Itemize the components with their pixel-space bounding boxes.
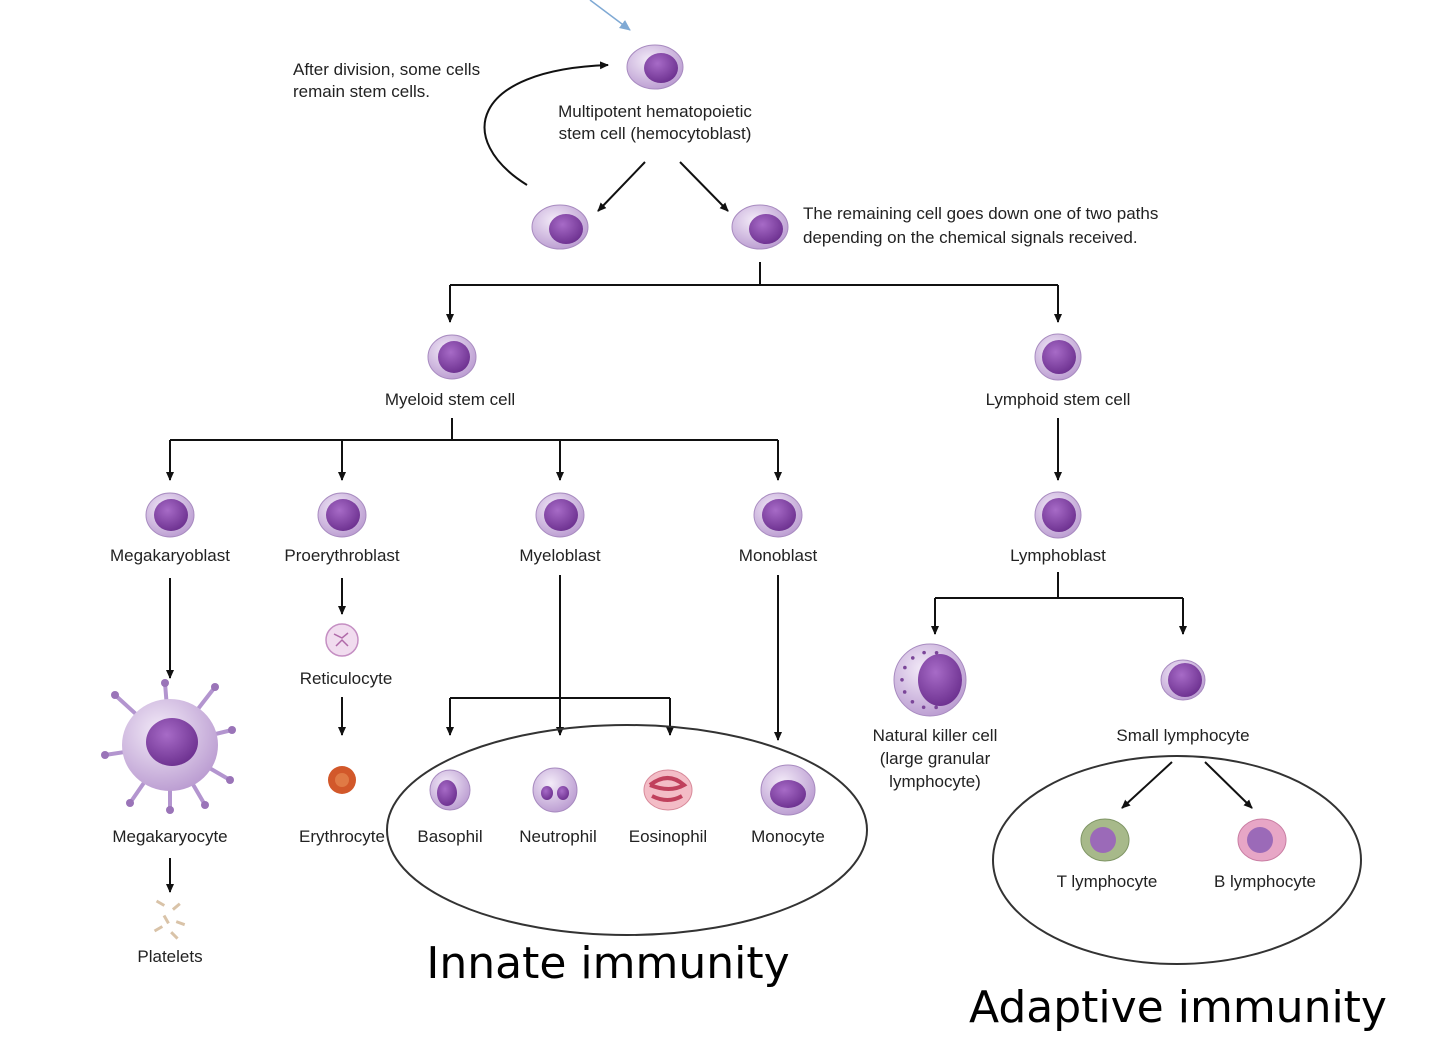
pointer-arrow: [589, 0, 631, 31]
b-lymphocyte-icon: [1237, 818, 1287, 862]
label-nk-cell-line2: (large granular: [880, 749, 991, 768]
label-myeloblast: Myeloblast: [519, 546, 601, 565]
stem-cell-icon: [626, 44, 684, 90]
paths-note-line2: depending on the chemical signals receiv…: [803, 228, 1138, 247]
myeloblast-icon: [535, 492, 585, 538]
erythrocyte-icon: [328, 766, 356, 794]
platelets-icon: [153, 899, 186, 940]
megakaryoblast-icon: [145, 492, 195, 538]
proerythroblast-icon: [317, 492, 367, 538]
innate-immunity-outline: [386, 724, 868, 936]
paths-note-line1: The remaining cell goes down one of two …: [803, 204, 1158, 223]
neutrophil-icon: [532, 767, 578, 813]
self-renewal-note-line2: remain stem cells.: [293, 82, 430, 101]
monoblast-icon: [753, 492, 803, 538]
eosinophil-icon: [643, 769, 693, 811]
label-nk-cell-line3: lymphocyte): [889, 772, 981, 791]
label-nk-cell-line1: Natural killer cell: [873, 726, 998, 745]
myeloid-stem-cell-icon: [427, 334, 477, 380]
basophil-icon: [429, 769, 471, 811]
megakaryocyte-icon: [101, 679, 236, 814]
label-basophil: Basophil: [417, 827, 482, 846]
label-neutrophil: Neutrophil: [519, 827, 597, 846]
label-monocyte: Monocyte: [751, 827, 825, 846]
label-lymphoblast: Lymphoblast: [1010, 546, 1106, 565]
connectors: [166, 61, 1253, 893]
daughter-cell-right-icon: [731, 204, 789, 250]
innate-immunity-title: Innate immunity: [426, 938, 789, 989]
label-lymphoid-stem-cell: Lymphoid stem cell: [986, 390, 1131, 409]
small-lymphocyte-icon: [1160, 659, 1206, 701]
natural-killer-cell-icon: [893, 643, 967, 717]
label-proerythroblast: Proerythroblast: [284, 546, 400, 565]
monocyte-icon: [760, 764, 816, 816]
label-small-lymphocyte: Small lymphocyte: [1116, 726, 1249, 745]
adaptive-immunity-title: Adaptive immunity: [969, 982, 1387, 1033]
label-stem-cell-line2: stem cell (hemocytoblast): [559, 124, 752, 143]
adaptive-immunity-outline: [992, 755, 1362, 965]
reticulocyte-icon: [325, 623, 359, 657]
daughter-cell-left-icon: [531, 204, 589, 250]
label-erythrocyte: Erythrocyte: [299, 827, 385, 846]
t-lymphocyte-icon: [1080, 818, 1130, 862]
label-t-lymphocyte: T lymphocyte: [1057, 872, 1158, 891]
lymphoid-stem-cell-icon: [1034, 333, 1082, 381]
label-stem-cell-line1: Multipotent hematopoietic: [558, 102, 752, 121]
label-myeloid-stem-cell: Myeloid stem cell: [385, 390, 515, 409]
label-b-lymphocyte: B lymphocyte: [1214, 872, 1316, 891]
self-renewal-note-line1: After division, some cells: [293, 60, 480, 79]
label-platelets: Platelets: [137, 947, 202, 966]
cell-illustrations: [101, 44, 1287, 940]
label-megakaryoblast: Megakaryoblast: [110, 546, 230, 565]
label-eosinophil: Eosinophil: [629, 827, 707, 846]
label-monoblast: Monoblast: [739, 546, 818, 565]
lymphoblast-icon: [1034, 491, 1082, 539]
label-reticulocyte: Reticulocyte: [300, 669, 393, 688]
label-megakaryocyte: Megakaryocyte: [112, 827, 227, 846]
